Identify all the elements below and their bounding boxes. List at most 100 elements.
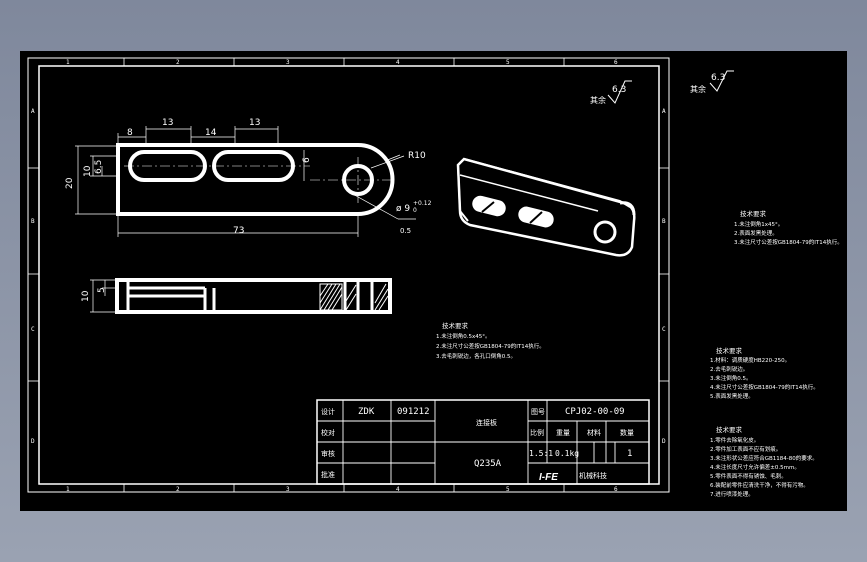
- zone-bottom-1: 1: [66, 486, 70, 493]
- title-block[interactable]: 设计 校对 审核 批准 图号 比例 重量 材料 数量 连接板 机械科技 ZDK …: [316, 399, 650, 485]
- title-block-grid: [316, 399, 650, 485]
- tech-notes-margin-2-title: 技术要求: [716, 346, 743, 355]
- iso-edge-left: [457, 164, 469, 222]
- tech-notes-margin-3-3: 3.未注形状公差应符合GB1184-80的要求。: [710, 454, 818, 462]
- zone-top-5: 5: [506, 59, 510, 66]
- tech-notes-margin-3-5: 5.零件表面不得有锈蚀、毛刺。: [710, 472, 787, 480]
- drawing-canvas[interactable]: 1 2 3 4 5 6 1 2 3 4 5 6 A B C D A B C D: [20, 51, 847, 511]
- dim-73: 73: [233, 226, 244, 236]
- tb-label-review: 审核: [321, 449, 335, 458]
- iso-slot-right-shade: [529, 211, 543, 224]
- tb-label-check: 校对: [321, 428, 335, 437]
- part-outline: [116, 143, 395, 216]
- tb-scale: 1.5:1: [529, 449, 553, 458]
- section-hatch: [319, 283, 389, 311]
- tech-notes-margin-3-1: 1.零件去除氧化皮。: [710, 436, 759, 444]
- dim-hole: ø 9: [396, 204, 410, 214]
- tech-notes-margin-2-4: 4.未注尺寸公差按GB1804-79的IT14执行。: [710, 383, 819, 391]
- section-box: [319, 283, 343, 311]
- side-slot-edges: [126, 280, 374, 312]
- tb-company: 机械科技: [579, 471, 607, 480]
- dim-20: 20: [65, 177, 75, 189]
- tech-notes-center-1: 1.未注倒角0.5x45°。: [436, 332, 491, 340]
- tech-notes-margin-3-6: 6.装配前零件应清洗干净，不得有污物。: [710, 481, 809, 489]
- side-view[interactable]: 10 5: [81, 278, 392, 314]
- tech-notes-margin-3-7: 7.进行喷漆处理。: [710, 490, 754, 498]
- tech-notes-margin-1-1: 1.未注倒角1x45°。: [734, 220, 783, 228]
- iso-edge-mid: [459, 174, 599, 212]
- tech-notes-margin-3-2: 2.零件加工表面不应有划痕。: [710, 445, 781, 453]
- roughness-main: 6.3 其余: [590, 80, 632, 105]
- tech-notes-margin-1-title: 技术要求: [740, 209, 767, 218]
- tech-notes-margin-2-2: 2.去毛刺锐边。: [710, 365, 748, 373]
- tb-qty: 1: [627, 449, 632, 459]
- zone-bottom-5: 5: [506, 486, 510, 493]
- tech-notes-center: 技术要求 1.未注倒角0.5x45°。 2.未注尺寸公差按GB1804-79的I…: [436, 321, 545, 360]
- tech-notes-margin-3-4: 4.未注长度尺寸允许偏差±0.5mm。: [710, 463, 800, 471]
- dimension-lines: [75, 126, 416, 237]
- dim-6-5: 6.5: [94, 160, 104, 174]
- frame-zone-ticks: [28, 58, 669, 492]
- tech-notes-margin-1-3: 3.未注尺寸公差按GB1804-79的IT14执行。: [734, 238, 843, 246]
- tb-label-scale: 比例: [530, 428, 544, 437]
- tb-design-date: 091212: [397, 407, 430, 417]
- tech-notes-center-2: 2.未注尺寸公差按GB1804-79的IT14执行。: [436, 342, 545, 350]
- tb-weight: 0.1kg: [555, 449, 579, 458]
- zone-right-C: C: [662, 326, 666, 333]
- tb-label-drawing-no: 图号: [531, 408, 545, 416]
- drawing-svg: 1 2 3 4 5 6 1 2 3 4 5 6 A B C D A B C D: [27, 57, 843, 498]
- zone-bottom-6: 6: [614, 486, 618, 493]
- company-logo: I-FE: [539, 472, 558, 483]
- tb-designer: ZDK: [358, 407, 375, 417]
- iso-hole: [593, 220, 617, 244]
- dim-hole-tol-upper: +0.12: [413, 200, 432, 207]
- zone-top-3: 3: [286, 59, 290, 66]
- dim-chamfer: 0.5: [400, 227, 411, 235]
- zone-right-A: A: [662, 108, 666, 115]
- dim-10: 10: [83, 165, 93, 177]
- isometric-view[interactable]: [456, 157, 636, 257]
- front-view[interactable]: 8 13 14 13 R10 73 ø 9 0.5 +0.12 0 20 10 …: [65, 118, 432, 237]
- center-lines: [124, 157, 392, 203]
- tb-label-material: 材料: [587, 428, 601, 437]
- roughness-main-label: 其余: [590, 95, 606, 105]
- roughness-margin: 6.3 其余: [690, 70, 734, 94]
- tb-material: Q235A: [474, 459, 502, 469]
- tb-label-weight: 重量: [556, 429, 570, 437]
- side-dim-5: 5: [97, 287, 107, 293]
- roughness-main-value: 6.3: [612, 85, 626, 95]
- tech-notes-margin-2-3: 3.未注倒角0.5。: [710, 374, 752, 382]
- tech-notes-margin-1: 技术要求 1.未注倒角1x45°。 2.表面发黑处理。 3.未注尺寸公差按GB1…: [734, 209, 843, 246]
- zone-right-B: B: [662, 218, 666, 225]
- dim-r10: R10: [408, 151, 426, 161]
- roughness-margin-value: 6.3: [711, 73, 725, 83]
- roughness-margin-symbol-icon: [709, 70, 734, 92]
- side-outline: [115, 278, 392, 314]
- zone-top-4: 4: [396, 59, 400, 66]
- zone-bottom-3: 3: [286, 486, 290, 493]
- roughness-symbol-icon: [607, 80, 632, 104]
- zone-left-A: A: [31, 108, 35, 115]
- side-dimension-lines: [90, 279, 116, 313]
- tb-label-qty: 数量: [620, 428, 634, 437]
- zone-bottom-2: 2: [176, 486, 180, 493]
- tech-notes-margin-1-2: 2.表面发黑处理。: [734, 229, 778, 237]
- dim-13-left: 13: [162, 118, 173, 128]
- tb-label-design: 设计: [321, 407, 335, 416]
- zone-top-2: 2: [176, 59, 180, 66]
- tech-notes-margin-2: 技术要求 1.材料：调质硬度HB220-250。 2.去毛刺锐边。 3.未注倒角…: [710, 346, 819, 400]
- side-dim-10: 10: [81, 290, 91, 302]
- dim-14: 14: [205, 128, 217, 138]
- tech-notes-center-3: 3.去毛刺锐边，各孔口倒角0.5。: [436, 352, 516, 360]
- tech-notes-margin-2-1: 1.材料：调质硬度HB220-250。: [710, 356, 790, 364]
- zone-top-1: 1: [66, 59, 70, 66]
- zone-bottom-4: 4: [396, 486, 400, 493]
- tb-label-approve: 批准: [321, 470, 335, 479]
- zone-right-D: D: [662, 438, 666, 445]
- iso-round-end: [619, 201, 636, 216]
- tech-notes-margin-3: 技术要求 1.零件去除氧化皮。 2.零件加工表面不应有划痕。 3.未注形状公差应…: [710, 425, 818, 498]
- tb-drawing-no: CPJ02-00-09: [565, 407, 625, 417]
- dim-hole-tol-lower: 0: [413, 207, 417, 214]
- tb-part-name: 连接板: [476, 418, 497, 427]
- tech-notes-margin-2-5: 5.表面发黑处理。: [710, 392, 754, 400]
